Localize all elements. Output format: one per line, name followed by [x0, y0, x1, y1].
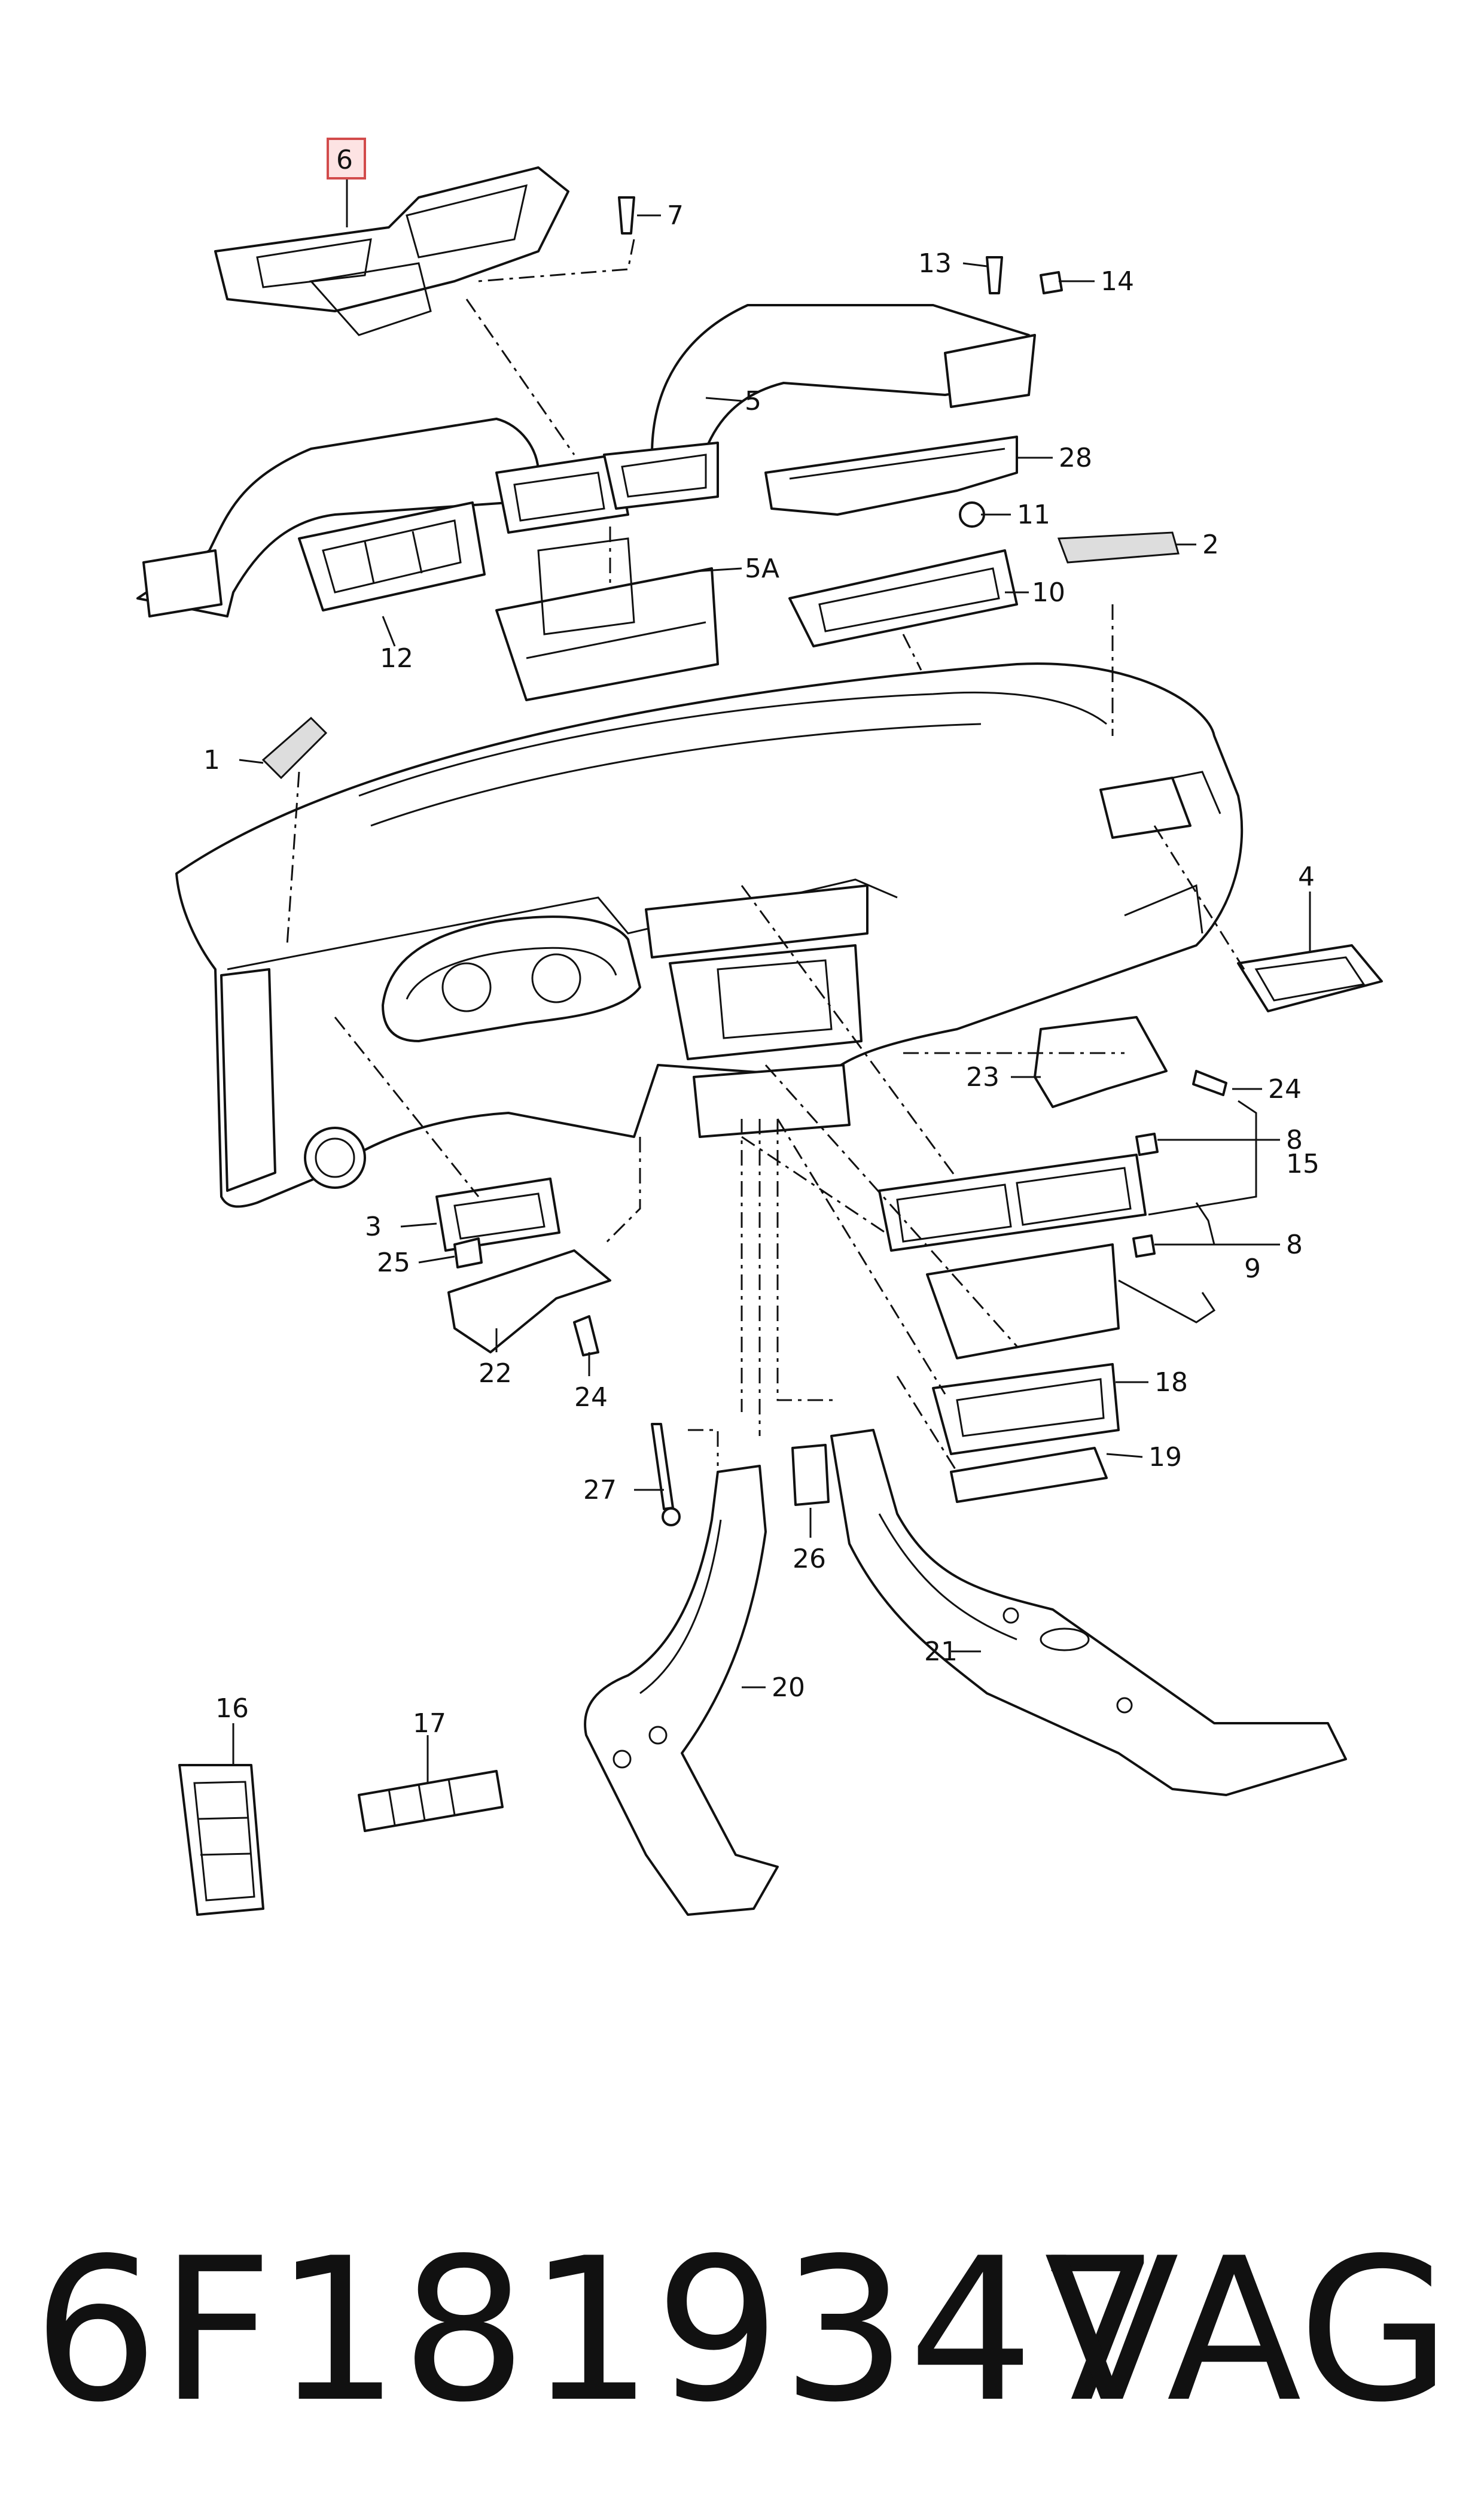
- dashboard-panel: [175, 662, 1244, 1208]
- callout-5: 5: [745, 386, 761, 416]
- part-24-screw-a: [1192, 1070, 1227, 1096]
- callout-12: 12: [380, 643, 413, 674]
- callout-24-right: 24: [1268, 1074, 1302, 1105]
- part-16-vent: [178, 1764, 264, 1916]
- callout-3: 3: [365, 1212, 382, 1242]
- brand: VAG: [1044, 2216, 1451, 2445]
- assembly-guide-lines: [286, 239, 1245, 1473]
- part-number: 6F1819347: [33, 2216, 1162, 2445]
- callout-24-left: 24: [574, 1382, 608, 1413]
- part-17-vent: [358, 1770, 504, 1832]
- callout-9: 9: [1244, 1254, 1261, 1284]
- part-22-duct-bracket: [447, 1249, 611, 1353]
- part-12-vent-frame: [298, 501, 486, 612]
- callout-5a: 5A: [745, 553, 779, 584]
- callout-14: 14: [1101, 266, 1134, 297]
- callout-11: 11: [1017, 500, 1050, 530]
- part-3-left-vent: [435, 1178, 560, 1252]
- part-2-defrost-grille: [1057, 531, 1180, 564]
- callout-23: 23: [966, 1062, 1000, 1093]
- part-9-display-frame: [926, 1243, 1120, 1359]
- part-11-clip: [959, 501, 985, 528]
- part-15-centre-vents: [878, 1154, 1147, 1252]
- part-27-tie: [651, 1423, 674, 1510]
- callout-8-upper: 8: [1286, 1125, 1303, 1155]
- fasteners: [573, 196, 1227, 1526]
- exploded-parts-diagram: 6 7 5 5A 12 13 14 28 11 2 10 1 4 23 24 8…: [136, 138, 1383, 1916]
- part-5a-centre-duct: [495, 537, 719, 701]
- part-28-duct-piece: [764, 436, 1018, 516]
- part-18-panel: [932, 1363, 1120, 1455]
- callout-6-highlight: [327, 138, 366, 180]
- callout-18: 18: [1154, 1367, 1188, 1398]
- callout-16: 16: [215, 1693, 249, 1724]
- callout-10: 10: [1032, 577, 1065, 608]
- callout-15: 15: [1286, 1149, 1320, 1179]
- callout-28: 28: [1059, 443, 1092, 473]
- part-14-clip: [1040, 271, 1063, 294]
- callout-22: 22: [479, 1358, 512, 1389]
- leader-lines: [232, 180, 1311, 1783]
- callout-27: 27: [583, 1475, 617, 1505]
- callout-20: 20: [772, 1672, 805, 1703]
- callout-2: 2: [1202, 530, 1219, 560]
- part-19-switch-strip: [950, 1447, 1108, 1503]
- part-13-screw: [986, 256, 1003, 294]
- callout-7: 7: [667, 200, 684, 231]
- callout-1: 1: [203, 745, 220, 775]
- part-6-air-duct: [214, 166, 569, 336]
- part-8-clip-b: [1132, 1234, 1156, 1258]
- part-25-clip: [453, 1237, 483, 1268]
- callout-13: 13: [918, 248, 952, 279]
- part-23-duct-bracket: [1034, 1016, 1168, 1108]
- callout-19: 19: [1148, 1442, 1182, 1473]
- callout-26: 26: [793, 1544, 826, 1574]
- part-26-plug: [791, 1444, 830, 1506]
- part-5-side-ducts: [136, 304, 1036, 617]
- part-27-clip: [662, 1507, 681, 1526]
- part-8-clip-a: [1135, 1133, 1159, 1156]
- part-24-screw-b: [573, 1315, 599, 1356]
- part-20-floor-duct: [584, 1465, 779, 1916]
- part-7-screw: [618, 196, 635, 235]
- part-1-defrost-grille: [261, 716, 328, 780]
- part-4-right-vent: [1237, 944, 1383, 1012]
- callout-17: 17: [413, 1708, 446, 1739]
- callout-25: 25: [377, 1248, 410, 1278]
- callout-8-lower: 8: [1286, 1230, 1303, 1260]
- callout-4: 4: [1298, 862, 1315, 892]
- callout-6: 6: [336, 145, 353, 175]
- part-21-floor-duct: [830, 1429, 1347, 1796]
- part-10-vent-channel: [788, 549, 1018, 647]
- callout-labels: 6 7 5 5A 12 13 14 28 11 2 10 1 4 23 24 8…: [203, 138, 1320, 1739]
- callout-21: 21: [924, 1636, 958, 1667]
